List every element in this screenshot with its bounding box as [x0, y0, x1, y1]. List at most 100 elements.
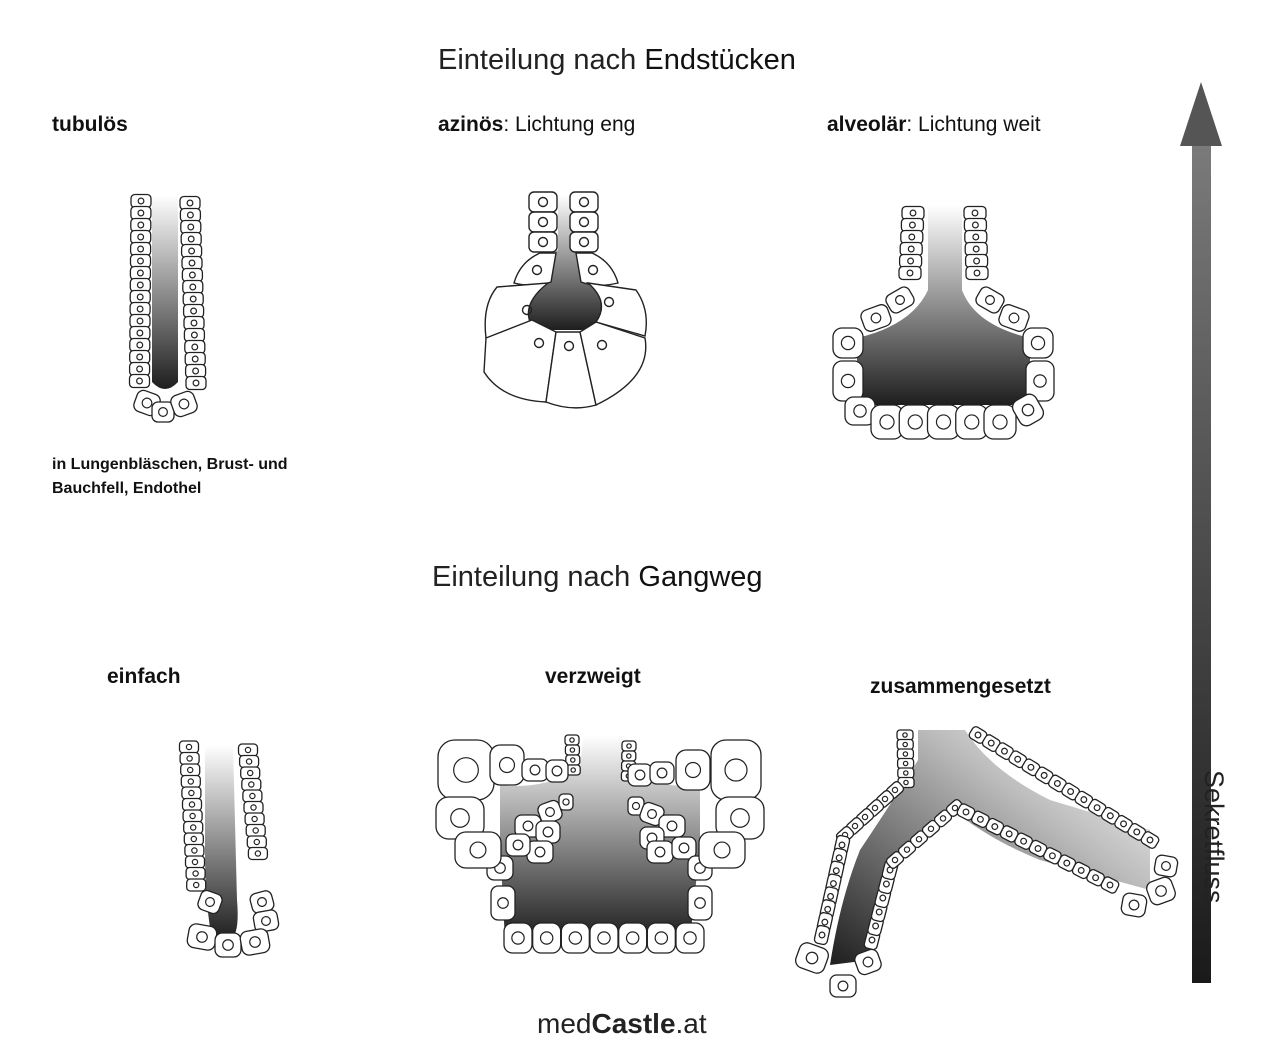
- epithelial-cell: [860, 304, 892, 332]
- alveolar-gland: [832, 205, 1055, 440]
- epithelial-cell: [179, 195, 201, 211]
- epithelial-cell: [197, 889, 223, 915]
- footer-suffix: .at: [675, 1008, 707, 1039]
- heading-gangweg-emph: Gangweg: [638, 561, 763, 593]
- epithelial-cell: [181, 267, 204, 283]
- compound-lumen: [830, 730, 1150, 965]
- epithelial-cell: [870, 404, 904, 440]
- epithelial-cell: [182, 291, 204, 307]
- epithelial-cell: [975, 286, 1005, 314]
- epithelial-cell: [237, 743, 259, 757]
- epithelial-cell: [646, 840, 674, 864]
- tubular-cells: [128, 193, 207, 423]
- epithelial-cell: [998, 304, 1030, 332]
- epithelial-cell: [128, 373, 151, 389]
- label-zusammengesetzt: zusammengesetzt: [870, 675, 1051, 699]
- label-azinoes: azinös: Lichtung eng: [438, 113, 635, 137]
- epithelial-cell: [698, 831, 746, 869]
- epithelial-cell: [832, 360, 864, 402]
- label-azinoes-desc: : Lichtung eng: [503, 113, 636, 136]
- epithelial-cell: [245, 823, 266, 838]
- epithelial-cell: [182, 303, 205, 319]
- tubular-note-line2: Bauchfell, Endothel: [52, 480, 202, 497]
- epithelial-cell: [795, 942, 829, 974]
- epithelial-cell: [545, 759, 569, 783]
- epithelial-cell: [129, 253, 152, 269]
- epithelial-cell: [252, 909, 280, 933]
- flow-arrow: [1180, 82, 1222, 983]
- acinar-cells: [483, 191, 648, 409]
- epithelial-cell: [898, 404, 932, 440]
- epithelial-cell: [589, 922, 619, 954]
- epithelial-cell: [1011, 393, 1045, 427]
- epithelial-cell: [564, 734, 580, 746]
- label-alveolaer-name: alveolär: [827, 113, 907, 136]
- flow-axis-label: Sekretfluss: [1199, 770, 1229, 904]
- label-alveolaer: alveolär: Lichtung weit: [827, 113, 1041, 137]
- label-tubuloes: tubulös: [52, 113, 128, 137]
- epithelial-cell: [565, 754, 581, 766]
- epithelial-cell: [639, 801, 665, 827]
- epithelial-cell: [1057, 854, 1077, 872]
- epithelial-cell: [129, 277, 151, 293]
- epithelial-cell: [560, 922, 590, 954]
- epithelial-cell: [183, 327, 206, 343]
- compound-cells: [795, 726, 1179, 998]
- epithelial-cell: [184, 855, 206, 869]
- epithelial-cell: [181, 797, 203, 812]
- epithelial-cell: [532, 922, 562, 954]
- epithelial-cell: [184, 339, 206, 355]
- simple-lumen: [205, 745, 238, 940]
- tubular-note-line1: in Lungenbläschen, Brust- und: [52, 456, 288, 473]
- alveolar-lumen: [857, 205, 1030, 405]
- epithelial-cell: [184, 351, 206, 367]
- epithelial-cell: [489, 744, 525, 786]
- tubular-note: in Lungenbläschen, Brust- und Bauchfell,…: [52, 453, 288, 501]
- label-verzweigt-text: verzweigt: [545, 665, 641, 688]
- epithelial-cell: [995, 742, 1014, 761]
- epithelial-cell: [129, 289, 151, 305]
- epithelial-cell: [900, 217, 925, 233]
- epithelial-cell: [627, 763, 653, 787]
- epithelial-cell: [490, 885, 516, 921]
- epithelial-cell: [896, 748, 915, 760]
- epithelial-cell: [885, 286, 915, 314]
- epithelial-cell: [128, 361, 151, 377]
- epithelial-cell: [178, 740, 200, 754]
- label-verzweigt: verzweigt: [545, 665, 641, 689]
- epithelial-cell: [521, 758, 549, 782]
- epithelial-cell: [180, 763, 201, 777]
- epithelial-cell: [505, 833, 531, 857]
- epithelial-cell: [181, 255, 203, 271]
- epithelial-cell: [813, 924, 831, 946]
- epithelial-cell: [242, 789, 263, 803]
- epithelial-cell: [129, 301, 151, 317]
- epithelial-cell: [964, 241, 988, 257]
- epithelial-cell: [710, 739, 762, 801]
- epithelial-cell: [646, 922, 676, 954]
- flow-arrow-shaft: [1192, 145, 1211, 983]
- epithelial-cell: [214, 932, 242, 958]
- label-einfach-text: einfach: [107, 665, 181, 688]
- epithelial-cell: [844, 396, 876, 426]
- simple-gland: [178, 740, 280, 958]
- epithelial-cell: [675, 922, 705, 954]
- epithelial-cell: [649, 761, 675, 785]
- epithelial-cell: [1086, 868, 1105, 887]
- epithelial-cell: [671, 836, 697, 860]
- epithelial-cell: [558, 793, 574, 811]
- epithelial-cell: [898, 253, 923, 269]
- footer-brand: medCastle.at: [537, 1008, 707, 1040]
- epithelial-cell: [129, 349, 151, 365]
- epithelial-cell: [179, 207, 202, 223]
- epithelial-cell: [983, 404, 1017, 440]
- epithelial-cell: [658, 814, 686, 838]
- epithelial-cell: [180, 243, 203, 259]
- epithelial-cell: [896, 757, 915, 770]
- epithelial-cell: [239, 928, 271, 956]
- epithelial-cell: [1022, 327, 1054, 359]
- epithelial-cell: [130, 193, 152, 209]
- label-tubuloes-name: tubulös: [52, 113, 128, 136]
- branched-lumen: [500, 735, 700, 940]
- heading-gangweg-prefix: Einteilung nach: [432, 561, 631, 593]
